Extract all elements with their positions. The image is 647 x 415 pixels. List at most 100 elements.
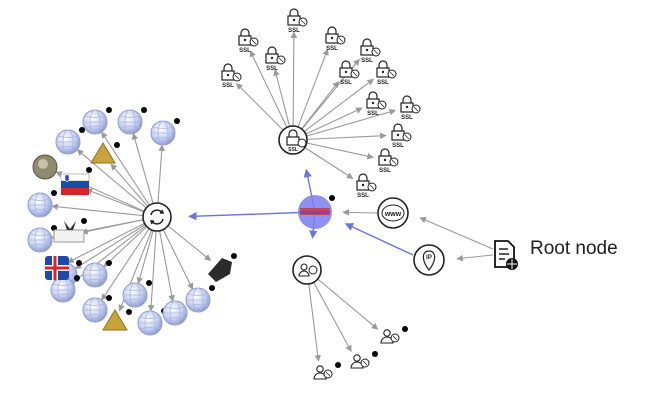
person-cluster-node [292,255,322,285]
edge-arrow [292,132,387,141]
badge-dot [106,107,112,113]
edge-arrow [306,269,379,330]
ssl-lock-icon: SSL [366,91,387,117]
www-label: www [384,211,402,218]
ssl-label: SSL [357,193,369,199]
ssl-label: SSL [401,115,413,121]
ssl-label: SSL [367,111,379,117]
badge-dot [372,351,378,357]
globe-icon [82,262,108,288]
badge-dot [402,326,408,332]
ssl-label: SSL [340,80,352,86]
badge-dot [231,253,237,259]
user-icon [380,329,400,344]
badge-dot [81,218,87,224]
edge-arrow [147,216,158,312]
user-icon [313,365,333,380]
ssl-lock-icon: SSL [325,26,346,52]
badge-dot [335,362,341,368]
root-document-icon [494,240,518,270]
globe-icon [27,227,53,253]
cert-badge-icon [297,138,307,148]
sync-node [142,202,172,232]
ssl-hub-node: SSL [278,125,308,155]
cert-badge-icon [308,265,318,275]
badge-dot [329,195,335,201]
badge-dot [74,275,80,281]
edge-arrow [419,217,494,250]
ssl-label: SSL [361,58,373,64]
user-icon [350,354,370,369]
ssl-label: SSL [288,147,298,153]
edge-arrow [76,149,158,218]
ssl-lock-icon: SSL [391,123,412,149]
ssl-label: SSL [222,83,234,89]
ssl-lock-icon: SSL [221,63,242,89]
badge-dot [106,260,112,266]
edge-arrow [290,31,298,141]
edge-arrow [456,254,494,262]
edge-arrow [306,269,352,353]
edge-arrow [101,131,158,218]
www-node: www [377,197,409,229]
flag-icon [45,256,69,280]
globe-icon [150,120,176,146]
edge-arrow [292,78,374,141]
badge-dot [174,118,180,124]
ip-label: IP [426,255,432,261]
edge-arrow [306,269,322,362]
badge-dot [79,127,85,133]
badge-dot [86,167,92,173]
ssl-label: SSL [379,168,391,174]
ssl-lock-icon: SSL [400,95,421,121]
edge-arrow [101,216,158,301]
globe-icon [185,287,211,313]
root-node-label: Root node [530,238,618,259]
edge-arrow [292,48,329,141]
seal-icon [53,221,85,243]
edges-layer [51,31,494,362]
globe-icon [137,310,163,336]
ssl-label: SSL [392,143,404,149]
ssl-label: SSL [288,28,300,34]
edge-arrow [67,216,158,264]
ssl-label: SSL [326,46,338,52]
globe-icon [55,129,81,155]
hub-node [298,195,332,229]
ssl-lock-icon: SSL [378,148,399,174]
badge-dot [126,309,132,315]
tag-icon [208,258,232,282]
globe-icon [82,109,108,135]
badge-dot [106,295,112,301]
ssl-label: SSL [239,48,251,54]
ssl-lock-icon: SSL [287,8,308,34]
badge-dot [76,260,82,266]
ssl-lock-icon: SSL [356,173,377,199]
globe-icon [122,282,148,308]
ip-node: IP [413,244,445,276]
ssl-label: SSL [266,66,278,72]
gold-pyramid-icon [90,142,116,164]
edge-arrow [74,216,158,270]
badge-dot [146,280,152,286]
ssl-lock-icon: SSL [360,38,381,64]
ssl-lock-icon: SSL [376,60,397,86]
edge-arrow [292,108,397,141]
globe-icon [27,192,53,218]
highlight-edge [188,211,316,221]
badge-dot [114,142,120,148]
globe-icon [50,277,76,303]
globe-icon [82,297,108,323]
globe-icon [117,109,143,135]
photo-avatar [32,154,58,180]
ssl-label: SSL [377,80,389,86]
badge-dot [51,190,57,196]
badge-dot [141,107,147,113]
edge-arrow [342,209,378,216]
globe-icon [162,300,188,326]
badge-dot [209,285,215,291]
ssl-lock-icon: SSL [339,60,360,86]
edge-arrow [51,203,158,218]
map-pin-icon [422,250,436,271]
